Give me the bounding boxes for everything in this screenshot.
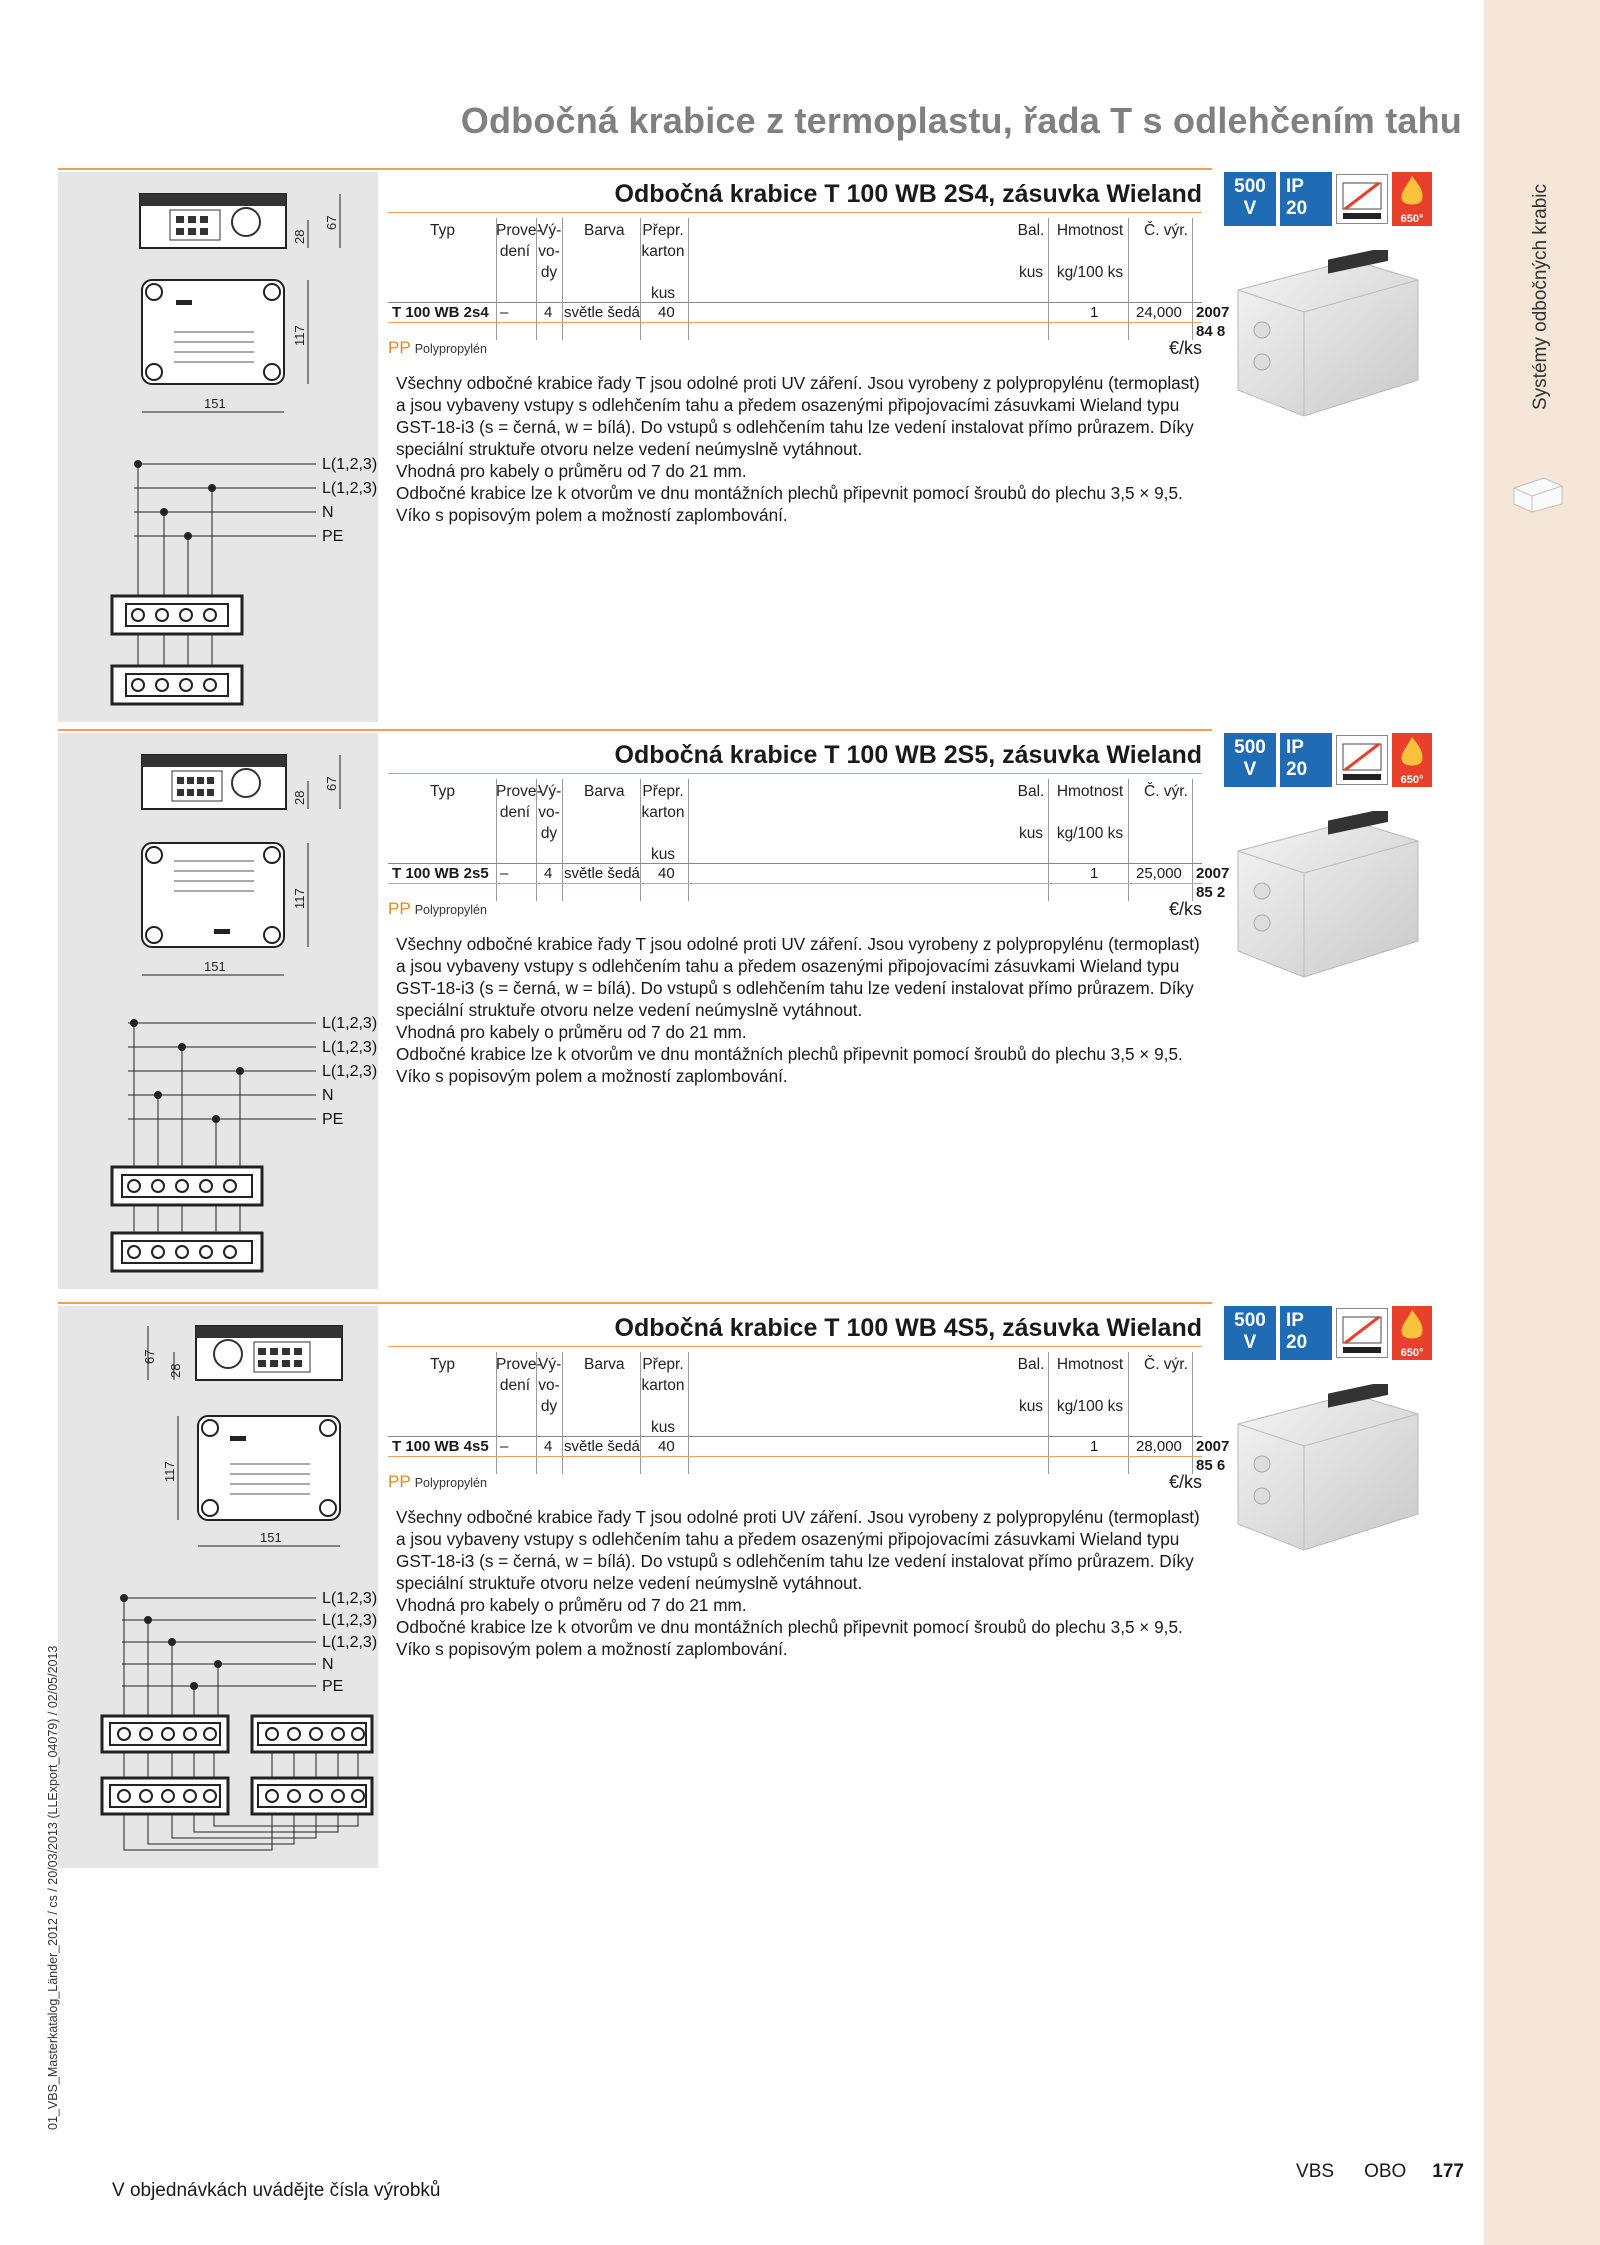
- svg-text:PE: PE: [322, 1111, 343, 1128]
- halogen-free-icon: [1336, 735, 1388, 785]
- product-description: Všechny odbočné krabice řady T jsou odol…: [396, 1507, 1200, 1659]
- technical-drawing: 28 67 117 151 L(1,2,3) L(1,2,3) L(1,2,3)…: [110, 754, 377, 1273]
- technical-drawing: 28 67 117 151 L(1,2,3) L(1,2,3) N PE: [110, 193, 377, 706]
- svg-text:67: 67: [324, 216, 339, 230]
- product-description: Všechny odbočné krabice řady T jsou odol…: [396, 373, 1200, 525]
- table-row: T 100 WB 2s4 – 4 světle šedá 40 1 24,000…: [388, 302, 1229, 340]
- svg-text:151: 151: [260, 1530, 282, 1545]
- svg-text:N: N: [322, 504, 334, 521]
- svg-text:L(1,2,3): L(1,2,3): [322, 1590, 377, 1607]
- product-description: Všechny odbočné krabice řady T jsou odol…: [396, 934, 1200, 1086]
- svg-text:L(1,2,3): L(1,2,3): [322, 1634, 377, 1651]
- unit-label: €/ks: [1168, 899, 1202, 919]
- product-section: 28 67 117 151 L(1,2,3) L(1,2,3) N PE: [58, 168, 1432, 724]
- page-number: 177: [1432, 2161, 1464, 2182]
- technical-drawing: 67 28 117 151 L(1,2,3) L(1,2,3) L(1,2,3): [100, 1325, 377, 1851]
- product-section: 67 28 117 151 L(1,2,3) L(1,2,3) L(1,2,3): [58, 1302, 1432, 1870]
- svg-text:117: 117: [292, 325, 307, 346]
- box-thumbnail-icon: [1513, 477, 1563, 513]
- product-title: Odbočná krabice T 100 WB 4S5, zásuvka Wi…: [614, 1314, 1203, 1342]
- halogen-free-icon: [1336, 1308, 1388, 1358]
- svg-text:L(1,2,3): L(1,2,3): [322, 480, 377, 497]
- svg-text:151: 151: [204, 396, 226, 411]
- product-section: 28 67 117 151 L(1,2,3) L(1,2,3) L(1,2,3)…: [58, 729, 1432, 1289]
- svg-text:PE: PE: [322, 528, 343, 545]
- svg-text:N: N: [322, 1087, 334, 1104]
- technical-drawing-panel: 28 67 117 151 L(1,2,3) L(1,2,3) N PE: [58, 172, 378, 722]
- svg-text:117: 117: [292, 888, 307, 909]
- sidebar-label: Systémy odbočných krabic: [1530, 184, 1551, 410]
- page-title: Odbočná krabice z termoplastu, řada T s …: [460, 100, 1462, 141]
- technical-drawing-panel: 67 28 117 151 L(1,2,3) L(1,2,3) L(1,2,3): [58, 1306, 378, 1868]
- svg-text:28: 28: [292, 791, 307, 805]
- table-row: T 100 WB 2s5 – 4 světle šedá 40 1 25,000…: [388, 863, 1229, 901]
- svg-text:L(1,2,3): L(1,2,3): [322, 1039, 377, 1056]
- vertical-print-info: 01_VBS_Masterkatalog_Länder_2012 / cs / …: [46, 1645, 60, 2130]
- product-photo: [1237, 1384, 1419, 1551]
- product-title: Odbočná krabice T 100 WB 2S5, zásuvka Wi…: [614, 741, 1203, 769]
- product-photo: [1237, 250, 1419, 417]
- unit-label: €/ks: [1168, 1472, 1202, 1492]
- svg-text:L(1,2,3): L(1,2,3): [322, 1015, 377, 1032]
- svg-text:67: 67: [142, 1350, 157, 1364]
- svg-text:PE: PE: [322, 1678, 343, 1695]
- svg-text:28: 28: [168, 1364, 183, 1378]
- svg-text:151: 151: [204, 959, 226, 974]
- svg-text:67: 67: [324, 777, 339, 791]
- svg-text:L(1,2,3): L(1,2,3): [322, 456, 377, 473]
- svg-text:L(1,2,3): L(1,2,3): [322, 1063, 377, 1080]
- fire-resistance-icon: 650°: [1392, 733, 1432, 787]
- fire-resistance-icon: 650°: [1392, 1306, 1432, 1360]
- halogen-free-icon: [1336, 174, 1388, 224]
- svg-text:N: N: [322, 1656, 334, 1673]
- svg-text:117: 117: [162, 1461, 177, 1482]
- product-title: Odbočná krabice T 100 WB 2S4, zásuvka Wi…: [614, 180, 1203, 208]
- table-row: T 100 WB 4s5 – 4 světle šedá 40 1 28,000…: [388, 1436, 1229, 1474]
- svg-text:28: 28: [292, 230, 307, 244]
- footer-note: V objednávkách uvádějte čísla výrobků: [112, 2180, 441, 2201]
- fire-resistance-icon: 650°: [1392, 172, 1432, 226]
- unit-label: €/ks: [1168, 338, 1202, 358]
- sidebar-tab: [1484, 0, 1600, 2245]
- svg-text:L(1,2,3): L(1,2,3): [322, 1612, 377, 1629]
- product-photo: [1237, 811, 1419, 978]
- technical-drawing-panel: 28 67 117 151 L(1,2,3) L(1,2,3) L(1,2,3)…: [58, 733, 378, 1289]
